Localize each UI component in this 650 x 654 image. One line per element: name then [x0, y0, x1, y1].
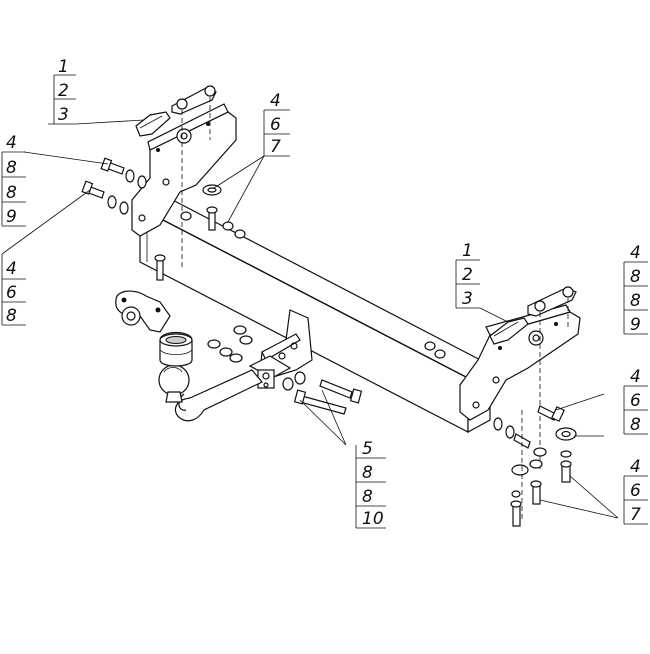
fasteners-right [493, 405, 577, 527]
callout-label: 4 [630, 243, 641, 263]
fasteners-left [81, 157, 246, 281]
tow-ball [158, 364, 190, 403]
callout-label: 5 [362, 439, 373, 459]
callout-label: 6 [6, 283, 17, 303]
callout-label: 7 [630, 505, 641, 525]
callout-label: 1 [58, 57, 69, 77]
callout-label: 1 [462, 241, 473, 261]
callout-label: 6 [270, 115, 281, 135]
callout-top-center: 4 6 7 [263, 91, 290, 157]
callout-right-bracket: 1 2 3 [455, 241, 480, 309]
callout-label: 4 [270, 91, 281, 111]
callout-label: 8 [6, 183, 17, 203]
callout-label: 8 [6, 158, 17, 178]
callout-right-mid: 4 6 8 [623, 367, 648, 435]
callout-label: 8 [362, 463, 373, 483]
callout-label: 9 [6, 207, 17, 227]
callout-label: 8 [362, 487, 373, 507]
callout-label: 8 [630, 267, 641, 287]
callout-top-left-bracket: 1 2 3 [48, 57, 76, 125]
callout-label: 2 [462, 265, 473, 285]
callout-label: 10 [362, 509, 384, 529]
callout-label: 9 [630, 315, 641, 335]
callout-label: 4 [630, 367, 641, 387]
tow-bar-neck [174, 369, 263, 422]
callout-bottom-center: 5 8 8 10 [355, 439, 386, 529]
fasteners-center [207, 325, 446, 415]
leader-lines [1, 119, 619, 519]
callout-label: 6 [630, 391, 641, 411]
callout-label: 3 [462, 289, 473, 309]
socket-plate [115, 290, 171, 333]
callout-label: 7 [270, 137, 281, 157]
callout-label: 4 [630, 457, 641, 477]
callout-label: 8 [630, 415, 641, 435]
callout-left-lower: 4 6 8 [1, 254, 26, 326]
callout-right-bolt: 4 8 8 9 [623, 243, 648, 335]
left-side-bracket [131, 103, 237, 237]
callout-right-lower: 4 6 7 [623, 457, 648, 525]
callout-left-bolt: 4 8 8 9 [1, 133, 26, 227]
callout-label: 4 [6, 133, 17, 153]
right-mounting-plates [489, 286, 577, 470]
callout-label: 6 [630, 481, 641, 501]
callout-label: 8 [6, 306, 17, 326]
center-drop-bracket [248, 309, 313, 389]
callout-label: 8 [630, 291, 641, 311]
left-mounting-plates [135, 85, 217, 270]
callout-label: 2 [58, 81, 69, 101]
callout-label: 3 [58, 105, 69, 125]
callout-label: 4 [6, 259, 17, 279]
ball-cover [159, 331, 193, 367]
